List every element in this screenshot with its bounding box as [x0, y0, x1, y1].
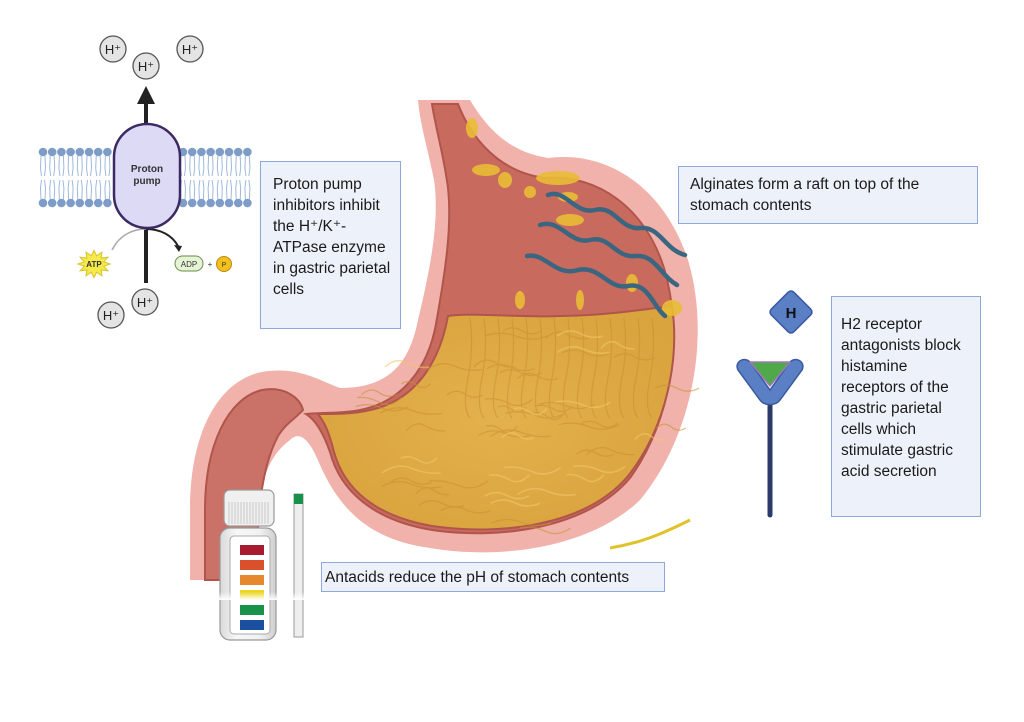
phospholipid: [224, 147, 234, 208]
efflux-arrow-head: [137, 86, 155, 104]
ph-swatch: [240, 620, 264, 630]
rugae-highlights: [381, 330, 667, 507]
phospholipid: [93, 147, 103, 208]
phosphate-icon: P: [216, 256, 232, 272]
rugae-texture: [355, 317, 700, 535]
receptor-binding-site: [736, 358, 804, 406]
h-ion: H⁺: [131, 288, 159, 316]
atp-icon: ATP: [76, 249, 112, 279]
ph-swatch: [240, 605, 264, 615]
h2-callout-text: H2 receptor antagonists block histamine …: [841, 316, 961, 480]
stomach-illustration: [190, 100, 700, 581]
h-ion-label: H⁺: [137, 295, 153, 310]
proton-pump-label-line1: Proton: [130, 164, 164, 175]
proton-pump-label-line2: pump: [133, 176, 161, 187]
alginate-strand: [524, 253, 668, 319]
phospholipid: [197, 147, 206, 208]
cell-membrane: [38, 147, 252, 208]
phospholipid: [103, 147, 112, 208]
adp-icon: ADP: [174, 255, 204, 272]
alginate-strand: [545, 191, 688, 258]
h-ion-label: H⁺: [105, 42, 121, 57]
h2-receptor: [736, 358, 804, 518]
adp-arrowhead: [174, 245, 182, 252]
contents-edge-highlight: [609, 518, 691, 550]
alginate-strand: [537, 221, 680, 288]
atp-label: ATP: [86, 260, 102, 269]
h-ion-label: H⁺: [103, 308, 119, 323]
adp-curve: [145, 228, 179, 247]
phospholipid: [187, 147, 197, 208]
ppi-callout-text: Proton pump inhibitors inhibit the H⁺/K⁺…: [273, 176, 391, 298]
phospholipid: [47, 147, 57, 208]
ph-swatch: [240, 545, 264, 555]
antacids-callout: Antacids reduce the pH of stomach conten…: [321, 562, 665, 592]
phospholipid: [215, 147, 225, 208]
alginates-callout: Alginates form a raft on top of the stom…: [678, 166, 978, 224]
atp-curve: [111, 228, 147, 251]
h-ion: H⁺: [176, 35, 204, 63]
h2-antagonist-callout: H2 receptor antagonists block histamine …: [831, 296, 981, 517]
h-ion-label: H⁺: [182, 42, 198, 57]
phospholipid: [57, 147, 66, 208]
ppi-callout: Proton pump inhibitors inhibit the H⁺/K⁺…: [260, 161, 401, 329]
gastric-contents: [315, 304, 676, 531]
phospholipid: [38, 147, 48, 208]
receptor-pocket: [749, 361, 791, 387]
phospholipid: [66, 147, 75, 208]
phospholipid: [206, 147, 215, 208]
alginate-raft: [524, 191, 688, 319]
proton-pump-label: Proton pump: [115, 164, 179, 188]
phosphate-label: P: [222, 262, 227, 269]
phospholipid: [243, 147, 252, 208]
antacids-callout-text: Antacids reduce the pH of stomach conten…: [325, 569, 630, 586]
alginate-foam: [466, 118, 682, 316]
alginates-callout-text: Alginates form a raft on top of the stom…: [690, 176, 920, 214]
h-ion: H⁺: [97, 301, 125, 329]
ph-strip-pad: [294, 494, 303, 504]
proton-pump: [112, 122, 182, 230]
phospholipid: [75, 147, 85, 208]
adp-label: ADP: [181, 260, 197, 269]
h-ion: H⁺: [132, 52, 160, 80]
duodenum-fade: [0, 560, 320, 600]
phospholipid: [233, 147, 243, 208]
h-ion: H⁺: [99, 35, 127, 63]
histamine-label: H: [786, 305, 797, 322]
plus-sign: +: [208, 260, 213, 269]
histamine-molecule: H: [769, 290, 813, 334]
h-ion-label: H⁺: [138, 59, 154, 74]
phospholipid: [84, 147, 94, 208]
